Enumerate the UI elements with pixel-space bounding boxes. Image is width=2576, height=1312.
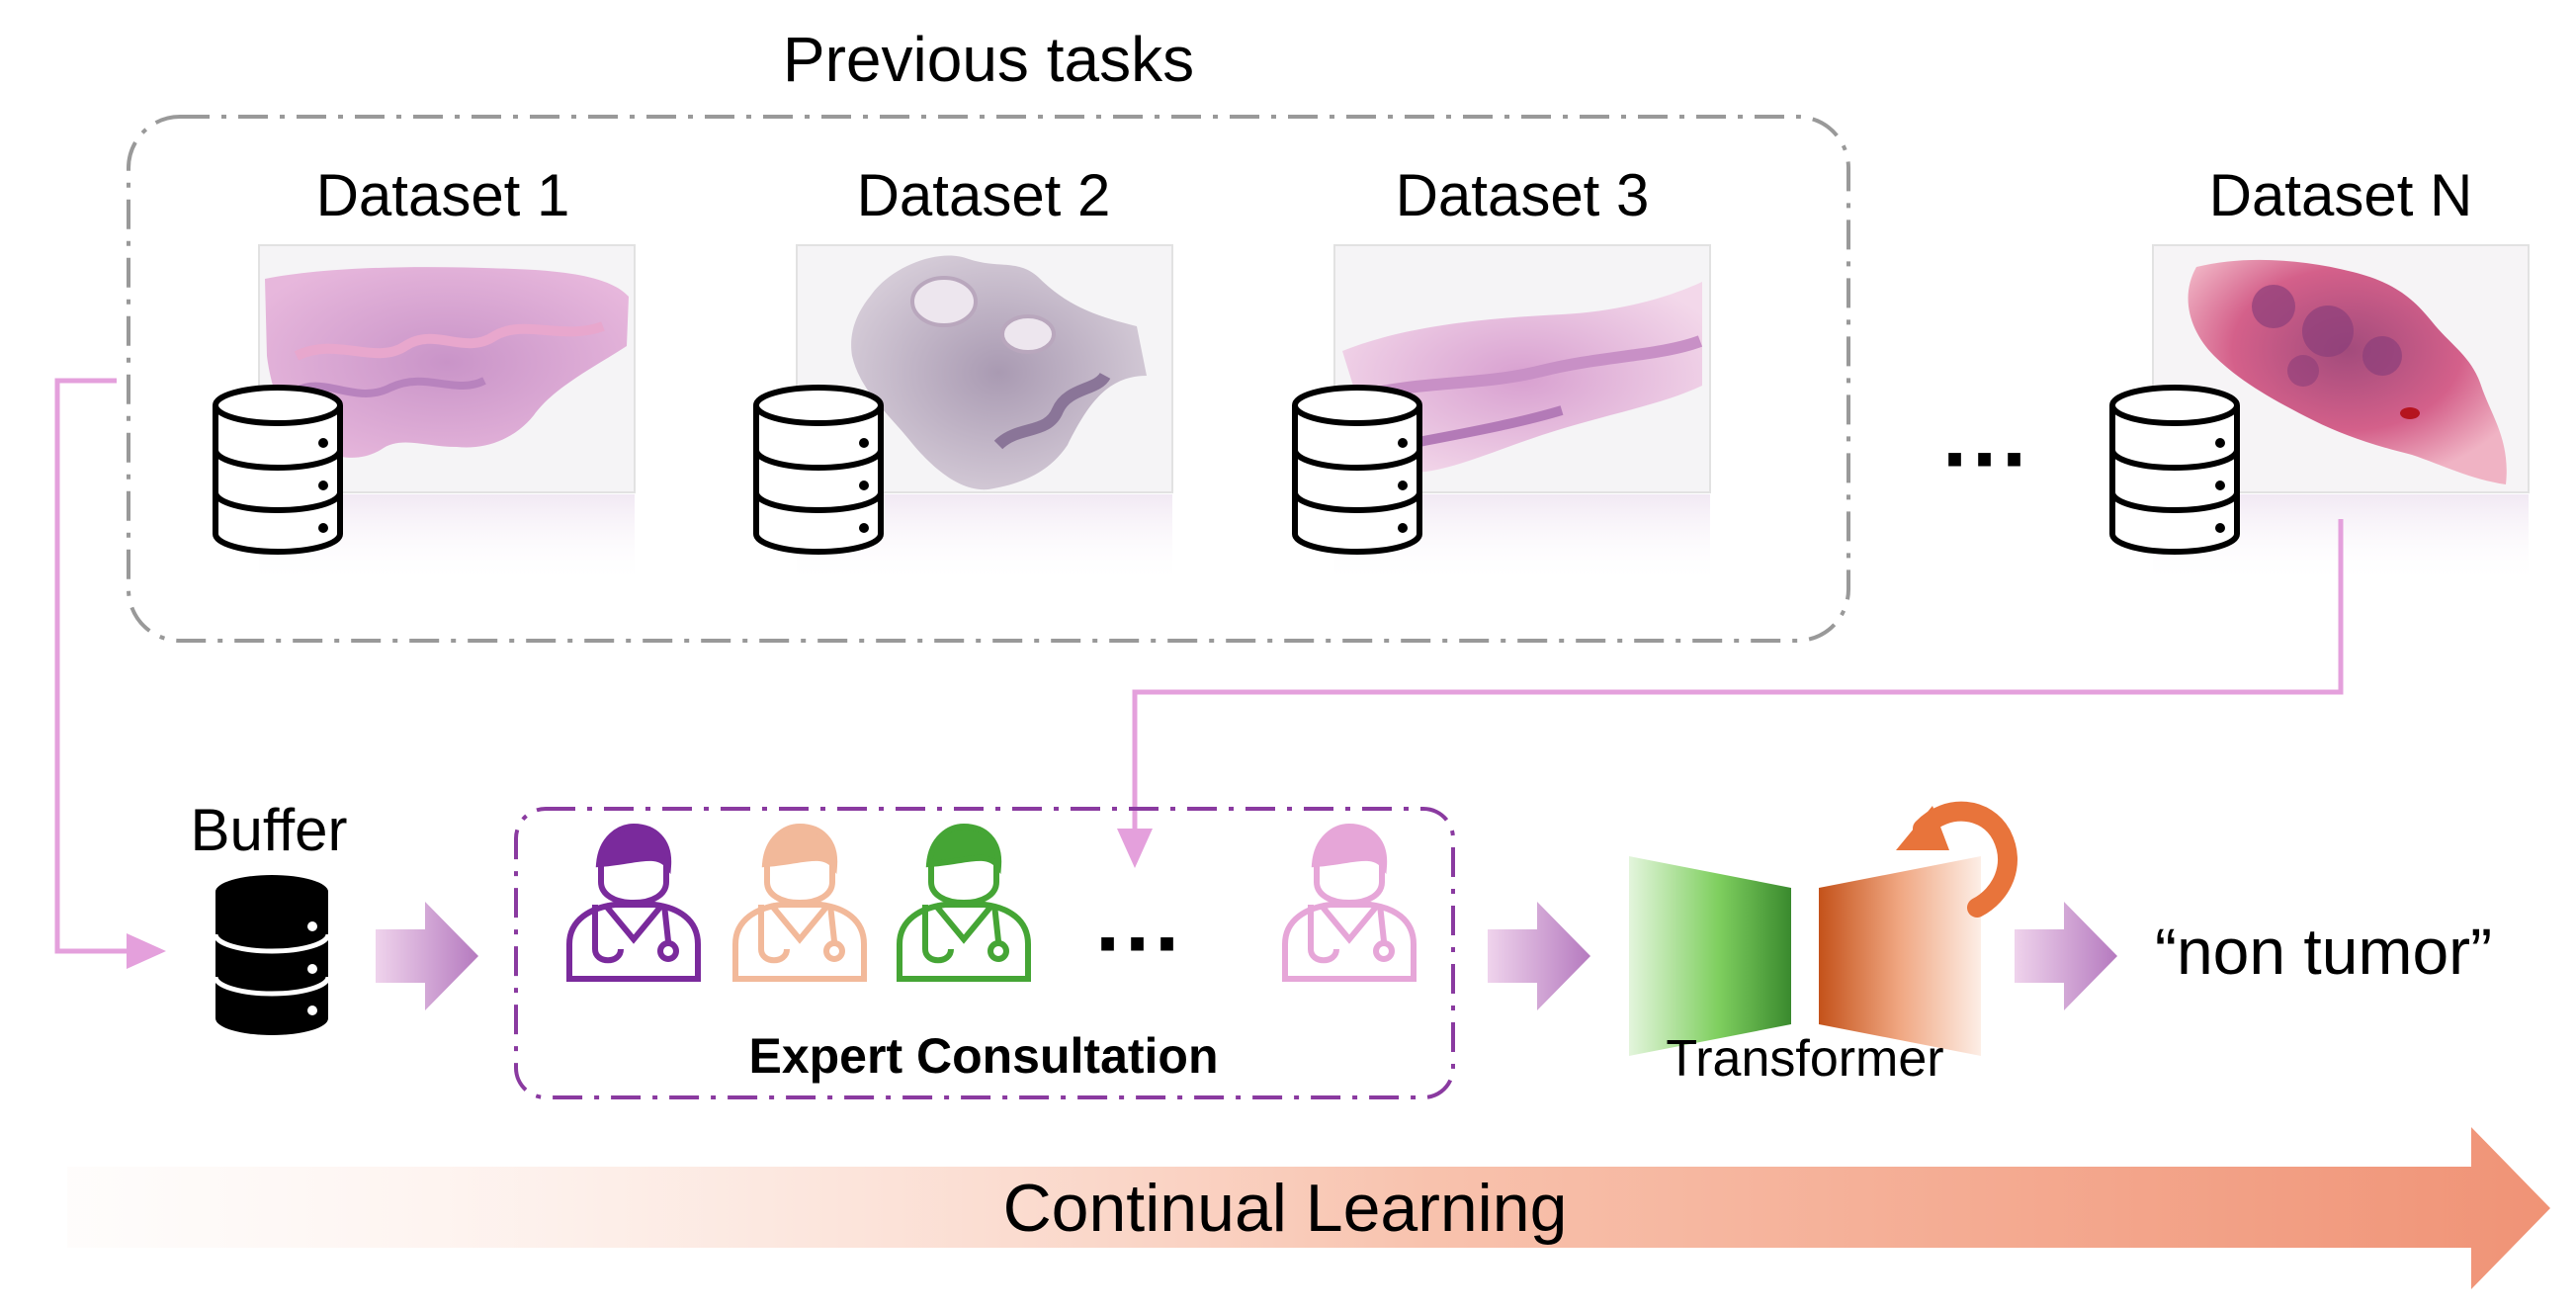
expert-doctor-icon-3: [897, 823, 1031, 982]
database-icon: [753, 385, 884, 555]
dataset-n-label: Dataset N: [2209, 162, 2473, 228]
dataset-3-label: Dataset 3: [1396, 162, 1650, 228]
buffer-feed-arrowhead: [127, 933, 166, 969]
new-task-arrowhead: [1117, 829, 1153, 868]
expert-doctor-icon-4: [1282, 823, 1417, 982]
datasets-ellipsis: ···: [1942, 410, 2031, 509]
expert-consultation-label: Expert Consultation: [748, 1028, 1218, 1084]
arrow-buffer-to-experts: [376, 902, 478, 1010]
transformer-label: Transformer: [1666, 1030, 1943, 1088]
buffer-label: Buffer: [191, 797, 348, 863]
previous-tasks-box: [127, 115, 1850, 643]
continual-learning-label: Continual Learning: [1003, 1171, 1568, 1246]
recycle-arrow-icon: [1896, 801, 2018, 918]
previous-tasks-title: Previous tasks: [783, 24, 1194, 95]
expert-doctor-icon-1: [566, 823, 701, 982]
buffer-database-icon: [213, 875, 331, 1035]
new-task-line: [1132, 519, 2344, 829]
database-icon: [213, 385, 343, 555]
continual-learning-arrow: [67, 1127, 2550, 1289]
transformer-decoder: [1819, 856, 1981, 1056]
arrow-experts-to-transformer: [1488, 902, 1590, 1010]
arrow-transformer-to-output: [2015, 902, 2117, 1010]
dataset-2-label: Dataset 2: [857, 162, 1111, 228]
output-prediction: “non tumor”: [2155, 915, 2492, 988]
database-icon: [1292, 385, 1422, 555]
buffer-feed-line: [54, 378, 129, 954]
expert-consultation-box: [514, 807, 1455, 1099]
database-icon: [2109, 385, 2240, 555]
transformer-encoder: [1629, 856, 1791, 1056]
experts-ellipsis: ···: [1095, 895, 1184, 994]
dataset-1-label: Dataset 1: [316, 162, 570, 228]
expert-doctor-icon-2: [732, 823, 867, 982]
